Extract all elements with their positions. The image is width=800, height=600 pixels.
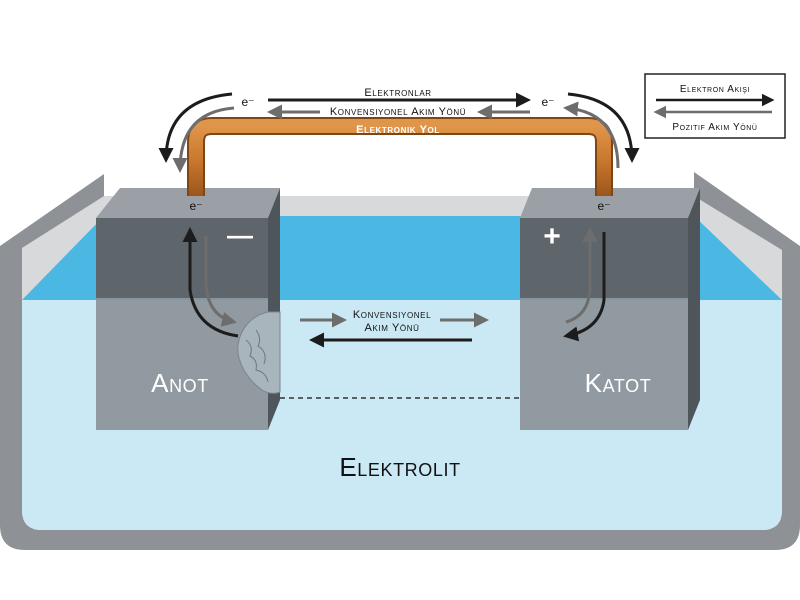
anode-electron-symbol: e⁻ xyxy=(189,199,202,213)
wire-arrows xyxy=(158,92,640,173)
legend-box xyxy=(644,73,786,139)
electrolyte-arrows xyxy=(280,312,520,399)
wire-electrons-label: Elektronlar xyxy=(364,87,431,99)
diagram-labels: Elektron Akışı Pozitif Akım Yönü Elektro… xyxy=(151,84,757,482)
anode-current-arrow xyxy=(204,236,237,327)
cathode-electron-symbol: e⁻ xyxy=(597,199,610,213)
cathode-wire-current-arrow xyxy=(563,101,620,169)
anode-top-face xyxy=(96,188,280,218)
anode-front-upper xyxy=(96,218,268,298)
electrolyte-label: Elektrolit xyxy=(339,452,460,482)
wire-electron-symbol-right: e⁻ xyxy=(541,95,554,109)
cathode-sign: + xyxy=(543,220,561,253)
wire-electron-symbol-left: e⁻ xyxy=(241,95,254,109)
legend-frame xyxy=(644,73,786,139)
cathode-side-face xyxy=(688,188,700,430)
cathode-top-face xyxy=(520,188,700,218)
anode-arrows xyxy=(182,227,239,338)
cathode-electron-arrow xyxy=(563,232,606,342)
anode-electrode xyxy=(96,188,281,430)
anode-electron-arrow xyxy=(182,227,239,338)
electrolyte-current-label-line2: Akım Yönü xyxy=(365,322,420,334)
cathode-front-lower xyxy=(520,298,688,430)
anode-corrosion xyxy=(237,311,281,394)
anode-front-lower xyxy=(96,298,268,430)
electronic-path-wire xyxy=(187,117,613,196)
legend-electron-flow-label: Elektron Akışı xyxy=(680,84,750,95)
cathode-wire-electron-arrow xyxy=(567,92,640,163)
electrolyte-current-label-line1: Konvensiyonel xyxy=(353,309,431,321)
cathode-current-arrow xyxy=(565,227,598,324)
legend-positive-current-label: Pozitif Akım Yönü xyxy=(672,122,757,133)
wire-conventional-label: Konvensiyonel Akım Yönü xyxy=(330,106,466,118)
anode-wire-electron-arrow xyxy=(158,92,233,163)
cathode-arrows xyxy=(563,227,606,342)
anode-label: Anot xyxy=(151,368,209,398)
container-shell xyxy=(0,172,800,550)
anode-sign: — xyxy=(227,220,253,250)
electronic-path-label: Elektronik Yol xyxy=(356,124,440,136)
cathode-label: Katot xyxy=(585,368,652,398)
anode-wire-current-arrow xyxy=(172,106,235,173)
